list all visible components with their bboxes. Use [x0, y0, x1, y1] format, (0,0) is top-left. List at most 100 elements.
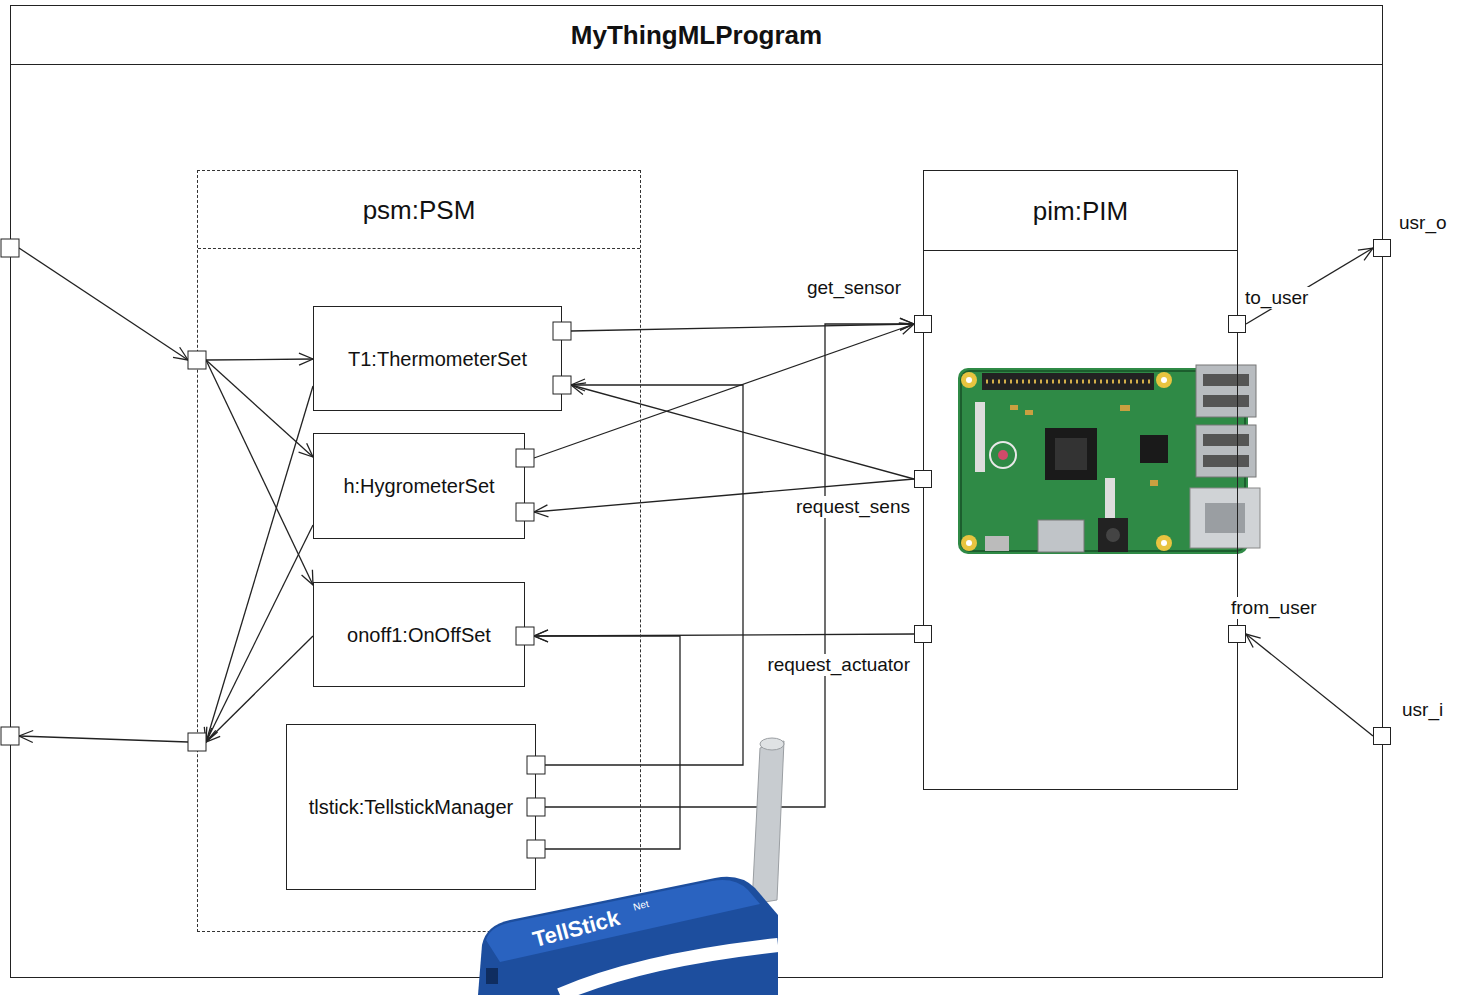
raspberry-pi-board-part [990, 442, 1016, 468]
port-name: from_user [1229, 597, 1319, 619]
port-box: to_user [1228, 315, 1246, 333]
program-frame: MyThingMLProgram psm:PSM T1:ThermometerSet… [10, 5, 1383, 978]
raspberry-pi-board-part [1196, 365, 1256, 417]
connector [206, 359, 313, 360]
port-name: get_sensor [805, 277, 903, 299]
component-name: h:HygrometerSet [343, 474, 494, 498]
port-square-part [527, 840, 545, 858]
port-square-part [527, 756, 545, 774]
port-square-part [1, 727, 19, 745]
port-box: request_actuator [914, 625, 932, 643]
frame-title: pim:PIM [924, 171, 1237, 251]
connector [19, 248, 188, 360]
connector [206, 525, 313, 742]
port-box: get_sensor [914, 315, 932, 333]
component-name: onoff1:OnOffSet [347, 623, 491, 647]
tellstick-device-part [760, 738, 784, 750]
raspberry-pi-board-part [1203, 455, 1249, 467]
port-name: request_sens [794, 496, 912, 518]
raspberry-pi-board-part [1055, 438, 1087, 470]
raspberry-pi-board-part [982, 373, 1154, 390]
port-label-anchor: usr_i [1400, 699, 1445, 721]
port-square-part [1, 239, 19, 257]
device-logo-anchor: TellStick [530, 905, 623, 953]
raspberry-pi-board-part [1205, 503, 1245, 533]
port-name: to_user [1243, 287, 1310, 309]
tellstick-device-part [752, 741, 784, 904]
platform-independent-frame: pim:PIMget_sensorrequest_sensrequest_act… [923, 170, 1238, 790]
port-square-part [553, 322, 571, 340]
component-name: tlstick:TellstickManager [309, 795, 514, 819]
raspberry-pi-board-part [1161, 377, 1167, 383]
raspberry-pi-board-part [1203, 434, 1249, 446]
raspberry-pi-board-part [961, 372, 977, 388]
port-box: from_user [1228, 625, 1246, 643]
raspberry-pi-board-part [1203, 374, 1249, 386]
component-name: T1:ThermometerSet [348, 347, 527, 371]
port-square-part [527, 798, 545, 816]
connector [545, 324, 914, 807]
component-box: T1:ThermometerSet [313, 306, 562, 411]
port-square-part [516, 627, 534, 645]
port-box: usr_o [1373, 239, 1391, 257]
connector [206, 636, 313, 742]
component-box: tlstick:TellstickManager [286, 724, 536, 890]
port-name: usr_o [1397, 212, 1449, 234]
connector [206, 386, 313, 742]
connector [545, 385, 743, 765]
device-logo-suffix: Net [632, 898, 650, 914]
connector [19, 736, 188, 742]
raspberry-pi-board-part [1140, 435, 1168, 463]
port-label-anchor: to_user [1243, 287, 1310, 309]
port-square-part [516, 449, 534, 467]
port-box: usr_i [1373, 727, 1391, 745]
port-square-part [188, 351, 206, 369]
port-label-anchor: from_user [1229, 597, 1319, 619]
connector [571, 324, 914, 331]
raspberry-pi-board-part [1150, 480, 1158, 486]
port-square-part [553, 376, 571, 394]
raspberry-pi-board-part [1025, 410, 1033, 415]
raspberry-pi-board [958, 365, 1260, 554]
port-box: request_sens [914, 470, 932, 488]
raspberry-pi-board-part [1106, 528, 1120, 542]
port-label-anchor: usr_o [1397, 212, 1449, 234]
raspberry-pi-board-part [1098, 518, 1128, 552]
port-name: request_actuator [765, 654, 912, 676]
connectors [19, 248, 1373, 849]
platform-specific-frame: psm:PSM T1:ThermometerSet h:HygrometerSet o… [197, 170, 641, 932]
port-name: usr_i [1400, 699, 1445, 721]
connector [1246, 248, 1373, 324]
device-logo-suffix-anchor: Net [632, 898, 650, 914]
port-label-anchor: request_actuator [765, 654, 912, 676]
frame-title: psm:PSM [198, 171, 640, 249]
port-label-anchor: request_sens [794, 496, 912, 518]
raspberry-pi-board-part [1156, 372, 1172, 388]
raspberry-pi-board-part [1045, 428, 1097, 480]
tellstick-device [478, 738, 784, 995]
port-square [1, 239, 571, 858]
port-square-part [188, 733, 206, 751]
raspberry-pi-board-part [975, 402, 985, 472]
raspberry-pi-board-part [985, 536, 1009, 551]
raspberry-pi-board-part [998, 450, 1008, 460]
tellstick-device-part [486, 968, 498, 984]
connector [1246, 634, 1373, 736]
raspberry-pi-board-part [966, 377, 972, 383]
component-box: h:HygrometerSet [313, 433, 525, 539]
raspberry-pi-board-part [1196, 425, 1256, 477]
connector [534, 636, 680, 849]
tellstick-device-part [560, 945, 778, 995]
raspberry-pi-board-part [1156, 535, 1172, 551]
raspberry-pi-board-part [986, 380, 1150, 384]
frame-title: MyThingMLProgram [11, 6, 1382, 65]
raspberry-pi-board-part [966, 540, 972, 546]
connector [206, 360, 313, 457]
raspberry-pi-board-part [1203, 395, 1249, 407]
raspberry-pi-board-part [1120, 405, 1130, 411]
